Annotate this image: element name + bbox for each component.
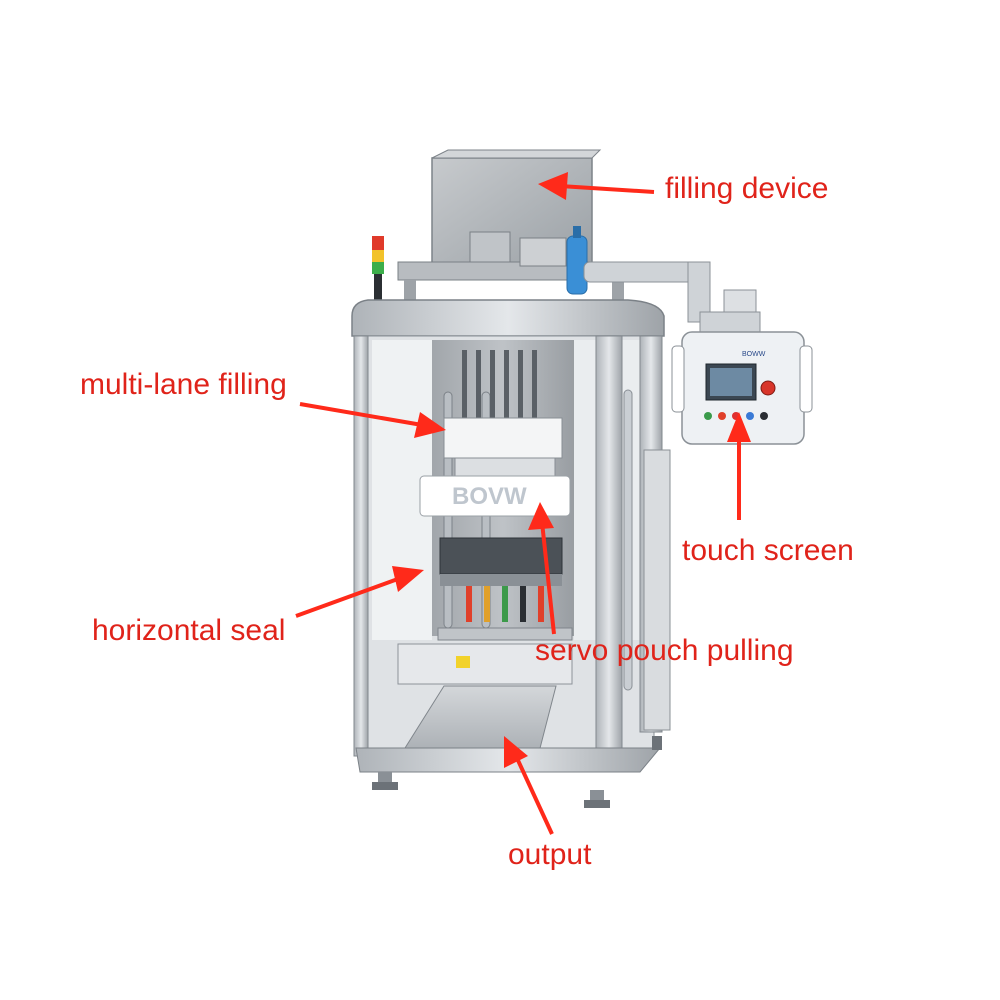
top-frame	[351, 299, 665, 337]
arrow-servo-pouch-pulling	[528, 502, 556, 635]
servo-pouch-pulling	[437, 627, 573, 641]
label-output: output	[508, 838, 592, 871]
logo-plate: BOVW	[419, 475, 571, 517]
control-panel: BOWW	[671, 331, 813, 445]
callout-arrows	[295, 172, 751, 835]
signal-tower-light	[372, 236, 384, 308]
label-horizontal-seal: horizontal seal	[92, 614, 286, 647]
label-servo-pouch-pulling: servo pouch pulling	[535, 634, 794, 667]
side-cabinet	[643, 449, 671, 731]
arrow-filling-device	[538, 172, 655, 200]
label-filling-device: filling device	[665, 172, 829, 205]
control-arm	[583, 261, 761, 333]
arrow-output	[504, 736, 554, 835]
label-touch-screen: touch screen	[682, 534, 854, 567]
label-multi-lane-filling: multi-lane filling	[80, 368, 287, 401]
horizontal-seal-block	[439, 537, 563, 622]
filling-device	[397, 149, 627, 308]
logo-text: BOVW	[452, 483, 527, 510]
arrow-horizontal-seal	[295, 566, 424, 618]
output-chute	[355, 643, 662, 808]
arrow-multi-lane-filling	[299, 402, 446, 438]
panel-logo-text: BOWW	[742, 351, 766, 358]
arrow-touch-screen	[727, 412, 751, 520]
